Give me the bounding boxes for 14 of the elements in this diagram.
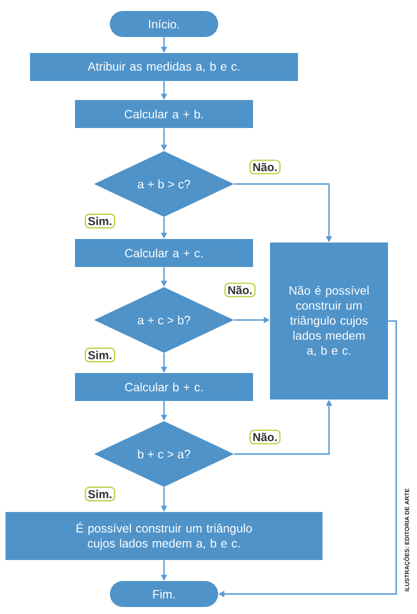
process-box: Calcular a + c.: [75, 239, 253, 267]
process-box: Não é possível construir um triângulo cujos lados medem a, b e c.: [270, 242, 388, 400]
edge-label: Sim.: [84, 214, 116, 228]
edge-label: Não.: [224, 282, 256, 298]
edge-label: Sim.: [84, 348, 116, 362]
process-box: É possível construir um triângulo cujos lados medem a, b e c.: [6, 512, 322, 560]
edge-label: Sim.: [84, 486, 116, 502]
edge-label: Não.: [249, 430, 281, 444]
terminal-box: Fim.: [110, 581, 218, 607]
edge-label: Não.: [249, 160, 281, 174]
terminal-box: Início.: [110, 11, 218, 37]
process-box: Calcular b + c.: [75, 373, 253, 401]
process-box: Calcular a + b.: [75, 100, 253, 128]
process-box: Atribuir as medidas a, b e c.: [30, 53, 298, 81]
